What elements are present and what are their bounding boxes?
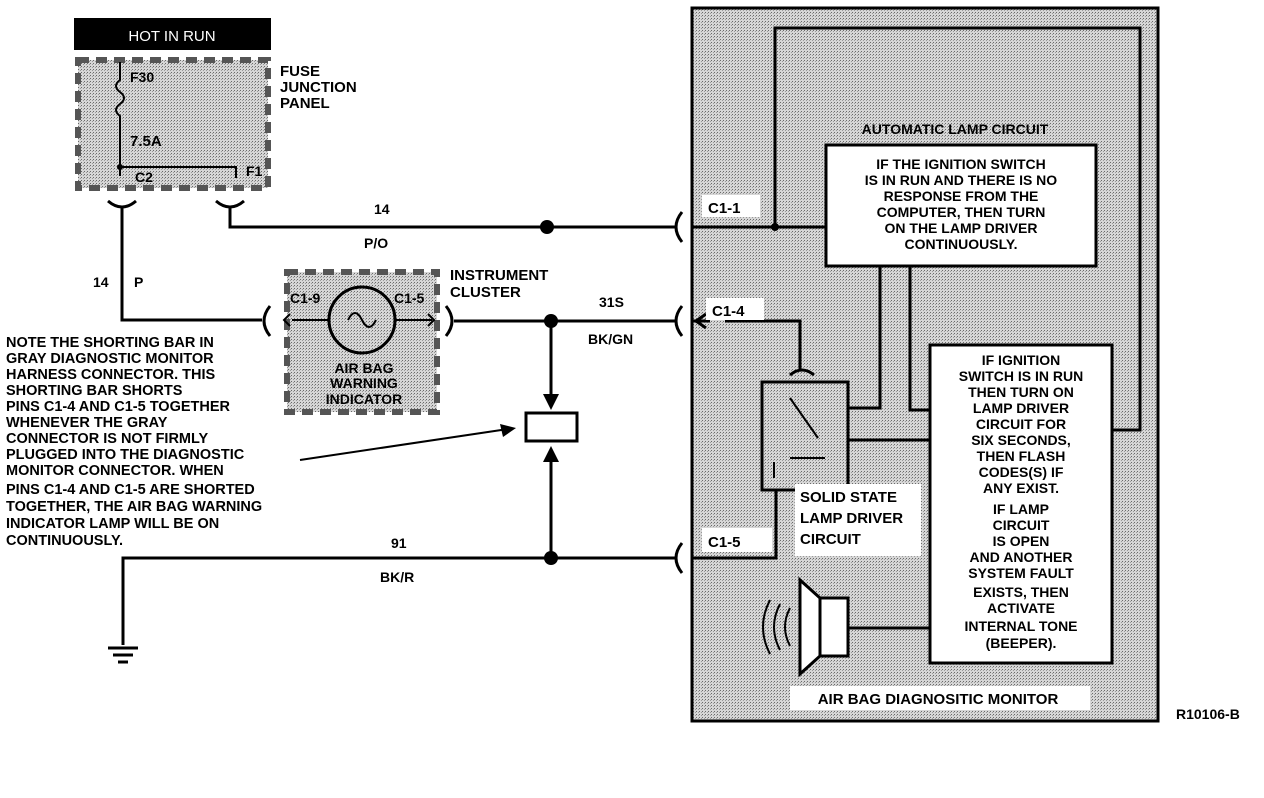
svg-text:GRAY DIAGNOSTIC MONITOR: GRAY DIAGNOSTIC MONITOR — [6, 351, 214, 367]
fuse-id: F30 — [130, 69, 154, 85]
logic-box-no-response-text: IF THE IGNITION SWITCH IS IN RUN AND THE… — [865, 156, 1057, 252]
svg-text:CIRCUIT: CIRCUIT — [993, 517, 1050, 533]
svg-text:ACTIVATE: ACTIVATE — [987, 600, 1055, 616]
svg-text:EXISTS, THEN: EXISTS, THEN — [973, 584, 1069, 600]
hot-in-run-banner — [74, 18, 271, 50]
automatic-lamp-label: AUTOMATIC LAMP CIRCUIT — [862, 121, 1049, 137]
svg-text:IF LAMP: IF LAMP — [993, 501, 1049, 517]
wire-p-color: P — [134, 274, 143, 290]
fuse-pin-f1: F1 — [246, 163, 263, 179]
wire-po-color: P/O — [364, 235, 388, 251]
note-pointer-arrow — [299, 428, 509, 461]
cluster-pin-c1-9: C1-9 — [290, 290, 321, 306]
wire-bkgn-color: BK/GN — [588, 331, 633, 347]
fuse-pin-c2: C2 — [135, 169, 153, 185]
connector-c1-5-monitor-icon — [674, 542, 684, 574]
indicator-label-1: AIR BAG — [334, 360, 393, 376]
svg-text:PINS C1-4 AND C1-5 TOGETHER: PINS C1-4 AND C1-5 TOGETHER — [6, 399, 231, 415]
svg-text:INDICATOR LAMP WILL BE ON: INDICATOR LAMP WILL BE ON — [6, 516, 219, 532]
monitor-pin-c1-1: C1-1 — [708, 200, 741, 217]
svg-text:CONTINUOUSLY.: CONTINUOUSLY. — [6, 533, 123, 549]
shorting-bar — [524, 411, 579, 443]
cluster-pin-c1-5: C1-5 — [394, 290, 425, 306]
svg-text:PINS C1-4 AND C1-5 ARE SHORTED: PINS C1-4 AND C1-5 ARE SHORTED — [6, 482, 255, 498]
logic-box-no-response — [824, 143, 1098, 268]
fuse-junction-panel: F30 7.5A C2 F1 — [75, 57, 271, 191]
ground-icon — [108, 646, 138, 664]
svg-text:HARNESS CONNECTOR. THIS: HARNESS CONNECTOR. THIS — [6, 367, 216, 383]
wire-p — [120, 208, 262, 322]
wire-bkr-number: 91 — [391, 535, 407, 551]
svg-text:IF THE IGNITION SWITCH: IF THE IGNITION SWITCH — [876, 156, 1046, 172]
connector-c1-9-icon — [262, 305, 272, 337]
svg-text:AND ANOTHER: AND ANOTHER — [970, 549, 1073, 565]
wire-po — [228, 208, 675, 229]
svg-text:CIRCUIT FOR: CIRCUIT FOR — [976, 416, 1066, 432]
wire-bkr-color: BK/R — [380, 569, 414, 585]
connector-c2-icon — [107, 199, 137, 209]
svg-text:IS OPEN: IS OPEN — [993, 533, 1050, 549]
svg-text:THEN FLASH: THEN FLASH — [977, 448, 1066, 464]
figure-code: R10106-B — [1176, 706, 1240, 722]
wire-p-number: 14 — [93, 274, 109, 290]
hot-in-run-label: HOT IN RUN — [128, 28, 215, 45]
wire-bkgn-number: 31S — [599, 294, 624, 310]
svg-text:CIRCUIT: CIRCUIT — [800, 531, 861, 548]
instrument-cluster-title: INSTRUMENT CLUSTER — [450, 267, 548, 301]
fuse-rating: 7.5A — [130, 133, 162, 150]
svg-text:MONITOR CONNECTOR. WHEN: MONITOR CONNECTOR. WHEN — [6, 463, 224, 479]
svg-text:CLUSTER: CLUSTER — [450, 284, 521, 301]
svg-text:CONNECTOR IS NOT FIRMLY: CONNECTOR IS NOT FIRMLY — [6, 431, 209, 447]
svg-text:SOLID STATE: SOLID STATE — [800, 489, 897, 506]
indicator-label-2: WARNING — [330, 375, 398, 391]
svg-text:NOTE THE SHORTING BAR IN: NOTE THE SHORTING BAR IN — [6, 335, 214, 351]
svg-text:TOGETHER, THE AIR BAG WARNING: TOGETHER, THE AIR BAG WARNING — [6, 499, 262, 515]
svg-text:CONTINUOUSLY.: CONTINUOUSLY. — [904, 236, 1017, 252]
indicator-label-3: INDICATOR — [326, 391, 402, 407]
connector-c1-1-icon — [674, 211, 684, 243]
svg-text:SIX SECONDS,: SIX SECONDS, — [971, 432, 1071, 448]
monitor-pin-c1-4: C1-4 — [712, 303, 745, 320]
svg-text:SWITCH IS IN RUN: SWITCH IS IN RUN — [959, 368, 1083, 384]
beeper-speaker-icon — [762, 576, 850, 678]
logic-box-ignition-run — [928, 343, 1114, 665]
svg-text:INSTRUMENT: INSTRUMENT — [450, 267, 548, 284]
svg-text:PLUGGED INTO THE DIAGNOSTIC: PLUGGED INTO THE DIAGNOSTIC — [6, 447, 245, 463]
splice-bkr — [544, 551, 558, 565]
connector-c1-5-cluster-icon — [444, 305, 454, 337]
svg-text:CODES(S) IF: CODES(S) IF — [979, 464, 1064, 480]
splice-po — [540, 220, 554, 234]
svg-text:IF IGNITION: IF IGNITION — [982, 352, 1061, 368]
svg-text:SHORTING BAR SHORTS: SHORTING BAR SHORTS — [6, 383, 183, 399]
svg-text:ANY EXIST.: ANY EXIST. — [983, 480, 1059, 496]
wire-bkr — [121, 556, 675, 645]
svg-text:INTERNAL TONE: INTERNAL TONE — [964, 618, 1077, 634]
svg-text:COMPUTER, THEN TURN: COMPUTER, THEN TURN — [877, 204, 1046, 220]
instrument-cluster: C1-9 C1-5 AIR BAG WARNING INDICATOR — [282, 269, 440, 415]
logic-box-ignition-run-text: IF IGNITION SWITCH IS IN RUN THEN TURN O… — [959, 352, 1083, 651]
lamp-driver-label: SOLID STATE LAMP DRIVER CIRCUIT — [800, 489, 903, 548]
shorting-bar-note: NOTE THE SHORTING BAR IN GRAY DIAGNOSTIC… — [6, 335, 262, 549]
svg-text:WHENEVER THE GRAY: WHENEVER THE GRAY — [6, 415, 168, 431]
svg-text:PANEL: PANEL — [280, 95, 330, 112]
svg-text:RESPONSE FROM THE: RESPONSE FROM THE — [884, 188, 1039, 204]
connector-c1-4-icon — [674, 305, 684, 337]
svg-text:(BEEPER).: (BEEPER). — [986, 635, 1057, 651]
svg-text:LAMP DRIVER: LAMP DRIVER — [973, 400, 1069, 416]
svg-text:SYSTEM FAULT: SYSTEM FAULT — [968, 565, 1074, 581]
svg-text:LAMP DRIVER: LAMP DRIVER — [800, 510, 903, 527]
svg-text:FUSE: FUSE — [280, 63, 320, 80]
svg-text:THEN TURN ON: THEN TURN ON — [968, 384, 1074, 400]
svg-text:JUNCTION: JUNCTION — [280, 79, 357, 96]
monitor-pin-c1-5: C1-5 — [708, 534, 741, 551]
connector-f1-icon — [215, 199, 245, 209]
fuse-panel-title: FUSE JUNCTION PANEL — [280, 63, 357, 112]
wire-po-number: 14 — [374, 201, 390, 217]
svg-text:ON THE LAMP DRIVER: ON THE LAMP DRIVER — [885, 220, 1038, 236]
svg-text:IS IN RUN AND THERE IS NO: IS IN RUN AND THERE IS NO — [865, 172, 1057, 188]
monitor-title: AIR BAG DIAGNOSITIC MONITOR — [818, 691, 1059, 708]
